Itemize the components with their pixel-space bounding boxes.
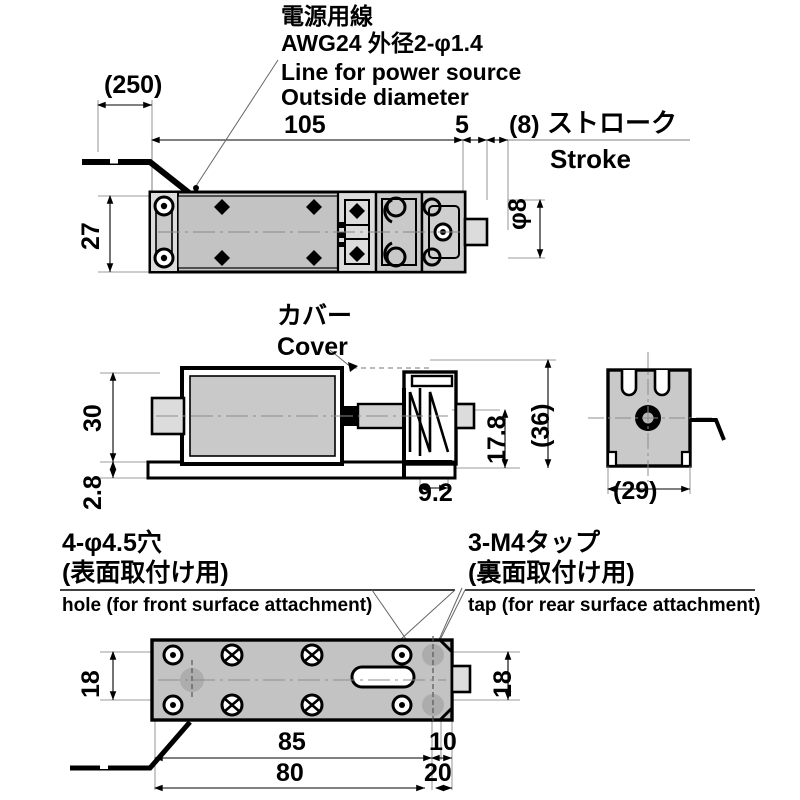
note-power-line-en1: Line for power source bbox=[281, 59, 522, 85]
dim-label-20: 20 bbox=[424, 759, 452, 787]
side-view-group bbox=[100, 349, 556, 492]
power-lead-wire bbox=[82, 156, 195, 199]
dim-label-10: 10 bbox=[429, 728, 457, 756]
note-front-holes-jp2: (表面取付け用) bbox=[62, 559, 229, 587]
label-stroke-jp: ストローク bbox=[547, 108, 678, 138]
bottom-view-front-holes bbox=[162, 644, 413, 716]
dim-label-stroke-value: (8) bbox=[509, 111, 540, 139]
dim-label-9p2: 9.2 bbox=[418, 479, 453, 507]
leader-power-line bbox=[195, 59, 279, 187]
note-power-line-jp1: 電源用線 bbox=[281, 3, 373, 29]
top-view-holes bbox=[153, 195, 365, 269]
dim-label-30: 30 bbox=[79, 404, 107, 432]
note-power-line-en2: Outside diameter bbox=[281, 84, 469, 110]
dim-label-phi8: φ8 bbox=[504, 198, 532, 230]
dim-label-250: (250) bbox=[104, 71, 163, 99]
note-front-holes-jp1: 4-φ4.5穴 bbox=[62, 529, 162, 557]
end-view-lead-wire bbox=[690, 418, 726, 441]
note-front-holes-en: hole (for front surface attachment) bbox=[62, 595, 373, 616]
note-rear-taps-jp1: 3-M4タップ bbox=[468, 529, 600, 557]
dim-label-80: 80 bbox=[276, 759, 304, 787]
top-view-group bbox=[82, 59, 690, 274]
note-rear-taps-en: tap (for rear surface attachment) bbox=[468, 595, 761, 616]
dim-label-17p8: 17.8 bbox=[483, 415, 511, 464]
end-view-group bbox=[588, 352, 726, 494]
bottom-view-lead-wire bbox=[70, 720, 192, 771]
dim-label-105: 105 bbox=[284, 111, 326, 139]
note-rear-taps-jp2: (裏面取付け用) bbox=[468, 559, 635, 587]
top-view-shaft bbox=[463, 217, 489, 247]
note-power-line-jp2: AWG24 外径2-φ1.4 bbox=[281, 30, 483, 56]
label-stroke-en: Stroke bbox=[550, 144, 631, 174]
note-cover-en: Cover bbox=[277, 333, 348, 361]
dim-label-29: (29) bbox=[613, 477, 658, 505]
bottom-view-group bbox=[60, 587, 755, 792]
dim-label-18-left: 18 bbox=[77, 670, 105, 698]
leader-cover bbox=[329, 349, 353, 369]
top-view-plunger bbox=[383, 196, 442, 268]
dim-label-27: 27 bbox=[77, 222, 105, 250]
dim-label-5: 5 bbox=[455, 111, 469, 139]
dim-label-2p8: 2.8 bbox=[79, 475, 107, 510]
note-cover-jp: カバー bbox=[277, 302, 353, 330]
dim-label-18-right: 18 bbox=[489, 670, 517, 698]
bottom-view-shaft bbox=[450, 664, 472, 694]
bottom-view-slot bbox=[350, 665, 416, 689]
dim-label-85: 85 bbox=[278, 728, 306, 756]
dim-label-36: (36) bbox=[527, 403, 555, 448]
side-view-spring bbox=[408, 388, 450, 456]
